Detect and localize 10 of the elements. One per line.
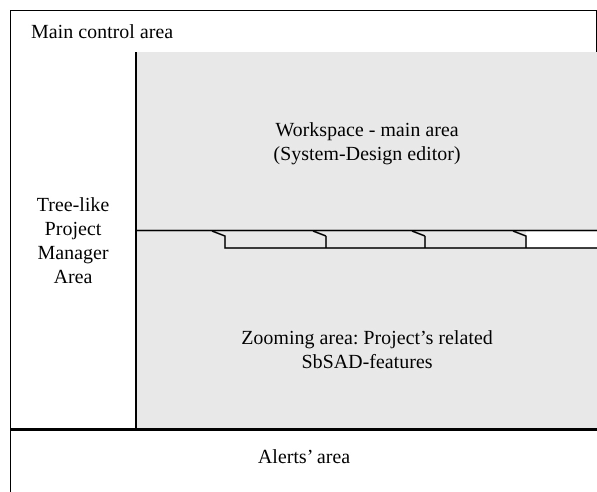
area-label: Tree-like Project Manager Area <box>36 192 110 288</box>
panel-area <box>137 230 597 429</box>
panel-area <box>10 428 597 492</box>
area-label: Zooming area: Project’s related SbSAD-features <box>240 326 494 374</box>
panel-area <box>10 10 597 53</box>
area-label: Main control area <box>31 20 174 44</box>
area-label: Alerts’ area <box>258 444 350 468</box>
panel-area <box>10 52 138 429</box>
panel-area <box>137 52 597 231</box>
area-label: Workspace - main area (System-Design editor) <box>272 118 462 166</box>
